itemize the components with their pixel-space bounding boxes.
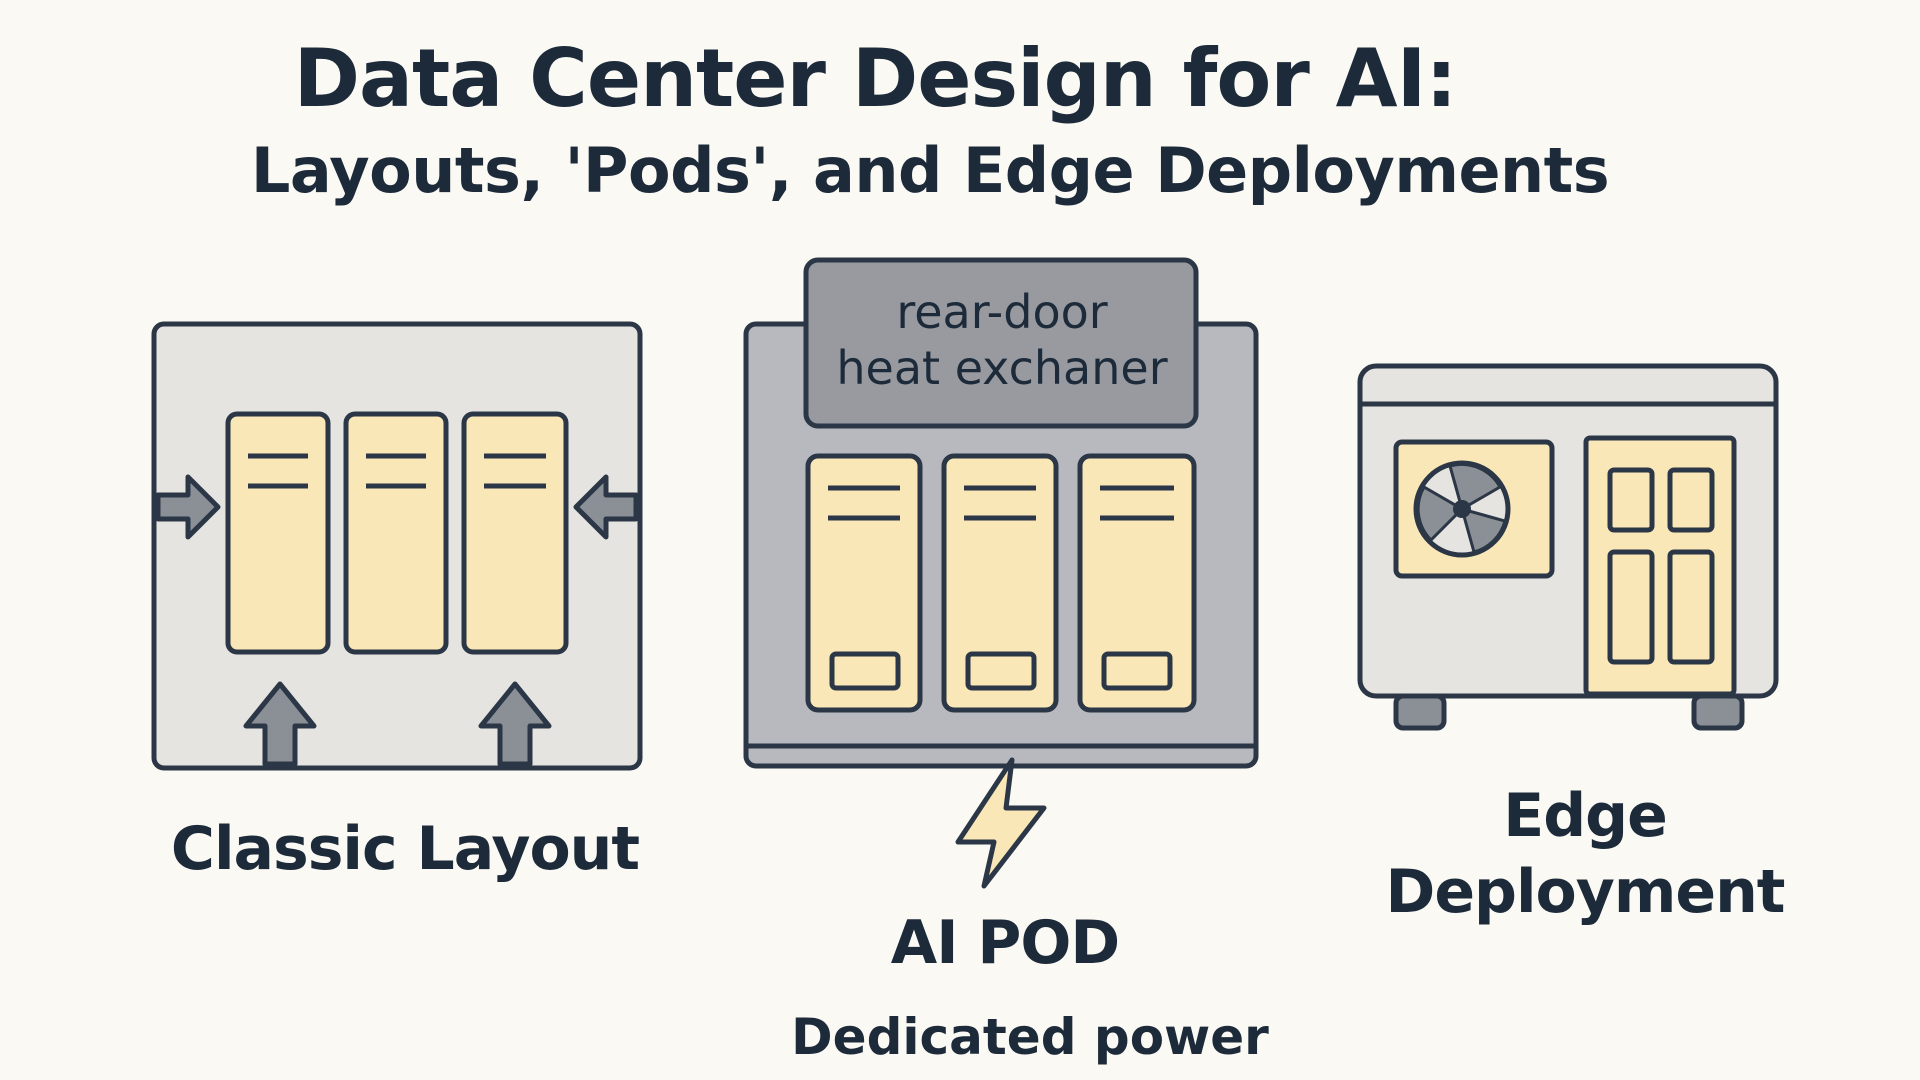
ai-pod-panel bbox=[743, 257, 1259, 889]
edge-foot bbox=[1393, 693, 1447, 731]
heat-exchanger-line-1: rear-door bbox=[896, 285, 1108, 339]
pod-rack bbox=[805, 453, 923, 713]
edge-deployment-panel bbox=[1357, 363, 1779, 731]
heat-exchanger-label: rear-door heat exchaner bbox=[806, 284, 1198, 396]
classic-rack bbox=[461, 411, 569, 655]
classic-layout-panel bbox=[151, 321, 643, 771]
classic-layout-label: Classic Layout bbox=[170, 814, 640, 884]
lightning-bolt-icon bbox=[955, 757, 1047, 889]
classic-rack bbox=[225, 411, 331, 655]
edge-label-line-2: Deployment bbox=[1385, 857, 1786, 927]
dedicated-power-label: Dedicated power bbox=[791, 1008, 1269, 1066]
arrow-left-icon bbox=[573, 474, 639, 540]
heat-exchanger-line-2: heat exchaner bbox=[836, 341, 1168, 395]
arrow-up-icon bbox=[243, 681, 317, 767]
page-title: Data Center Design for AI: bbox=[293, 32, 1458, 125]
classic-rack bbox=[343, 411, 449, 655]
arrow-right-icon bbox=[155, 474, 221, 540]
fan-icon bbox=[1413, 460, 1511, 558]
pod-rack bbox=[941, 453, 1059, 713]
arrow-up-icon bbox=[478, 681, 552, 767]
edge-foot bbox=[1691, 693, 1745, 731]
rear-door-heat-exchanger bbox=[803, 257, 1199, 429]
page-subtitle: Layouts, 'Pods', and Edge Deployments bbox=[250, 134, 1610, 207]
edge-deployment-label: Edge Deployment bbox=[1335, 778, 1835, 930]
ai-pod-label: AI POD bbox=[890, 908, 1120, 978]
edge-label-line-1: Edge bbox=[1503, 781, 1668, 851]
pod-rack bbox=[1077, 453, 1197, 713]
